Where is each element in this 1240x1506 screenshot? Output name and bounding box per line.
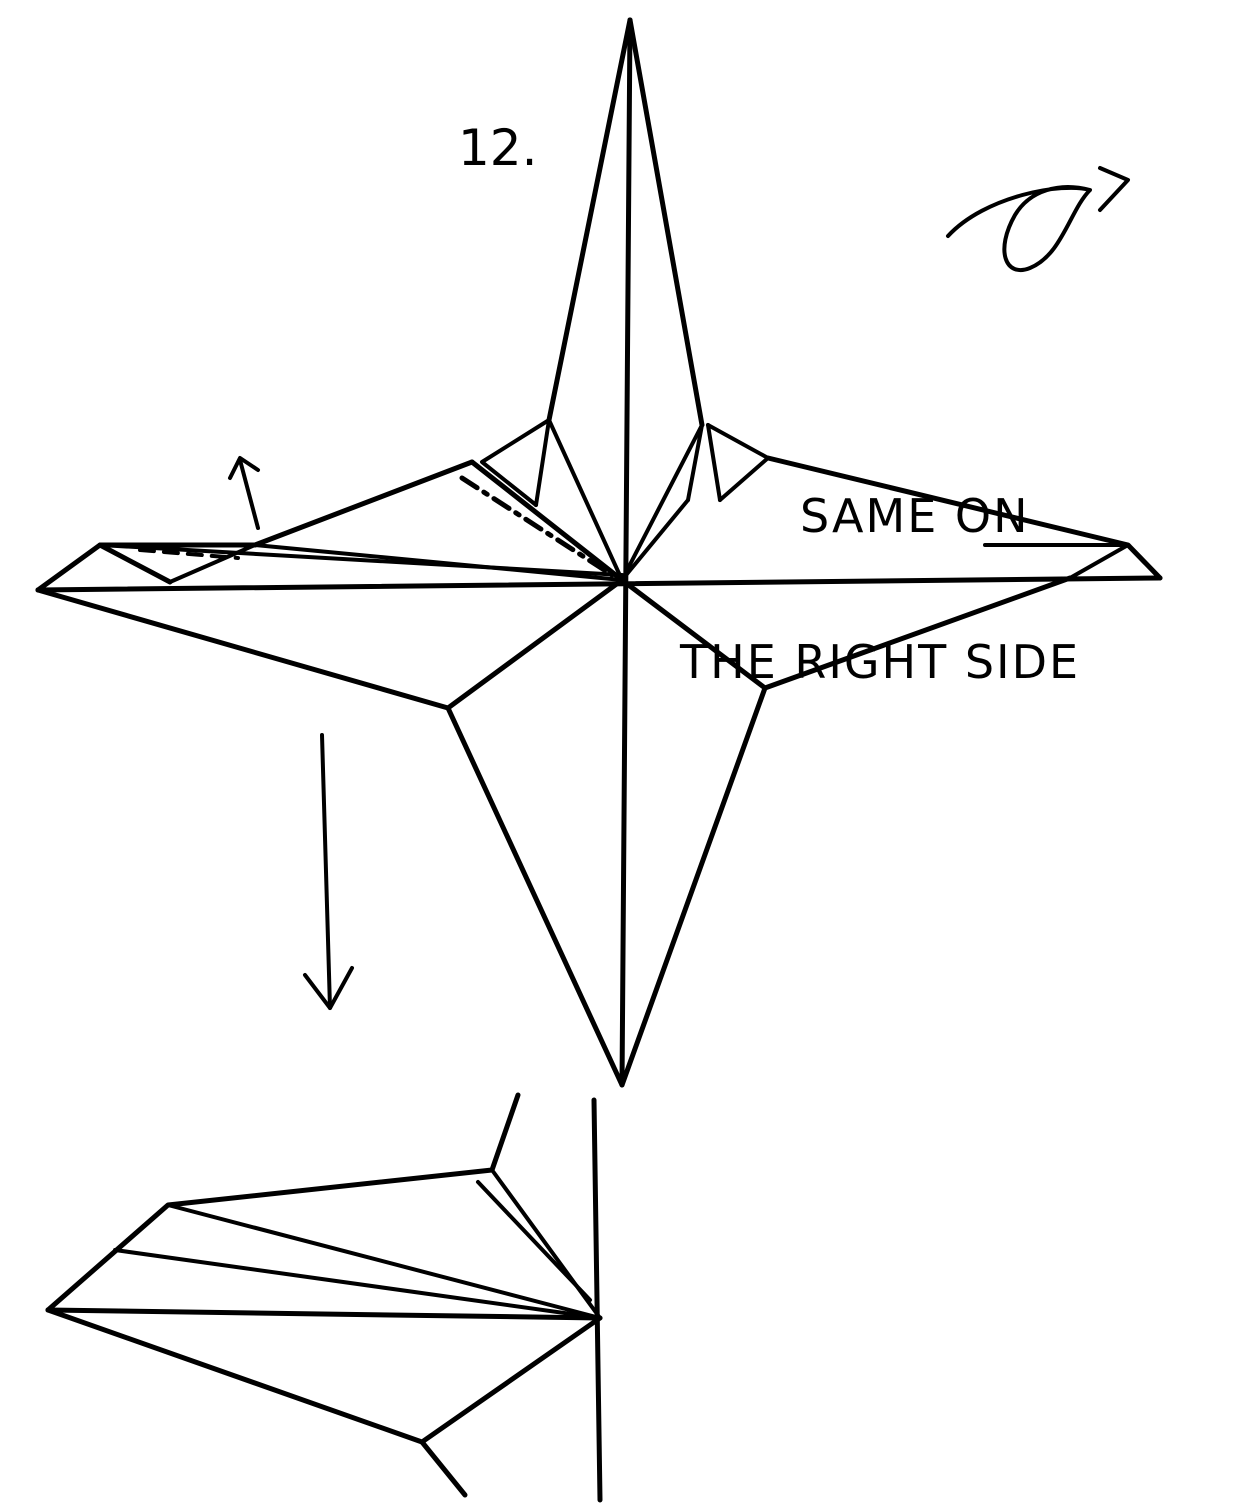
left-arm-tip-crease	[100, 545, 170, 582]
left-arm-crease-to-hub	[472, 462, 622, 580]
top-point-left-edge	[549, 20, 630, 420]
bottom-point-edges	[448, 688, 765, 1085]
hub-line-5	[708, 425, 720, 500]
turn-over-icon	[948, 168, 1128, 270]
down-arrow-icon	[305, 735, 352, 1008]
hub-line-1	[549, 420, 622, 580]
result-lower-edge	[48, 1310, 600, 1442]
result-upper-hub-2	[478, 1182, 590, 1300]
left-arm-lower-edge	[38, 580, 622, 708]
left-arm-upper-edge	[255, 462, 472, 545]
result-crease-1	[115, 1250, 600, 1318]
result-flap-line	[168, 1205, 600, 1318]
result-bottom-stub	[422, 1442, 465, 1495]
top-point-right-edge	[630, 20, 702, 425]
left-arm-long-crease-3	[100, 545, 622, 575]
note-line-1: SAME ON	[800, 489, 1030, 543]
hub-line-3	[622, 425, 702, 580]
step-number: 12.	[458, 119, 538, 177]
fold-up-arrow-icon	[230, 458, 258, 528]
note-line-2: THE RIGHT SIDE	[679, 635, 1080, 689]
result-center-crease	[48, 1310, 600, 1318]
result-center-line	[594, 1100, 600, 1500]
vertical-center-crease	[622, 20, 630, 1085]
right-arm-tip-crease	[1070, 545, 1128, 578]
star-model-figure	[38, 20, 1160, 1085]
result-figure	[48, 1095, 600, 1500]
hub-line-2	[536, 420, 549, 505]
